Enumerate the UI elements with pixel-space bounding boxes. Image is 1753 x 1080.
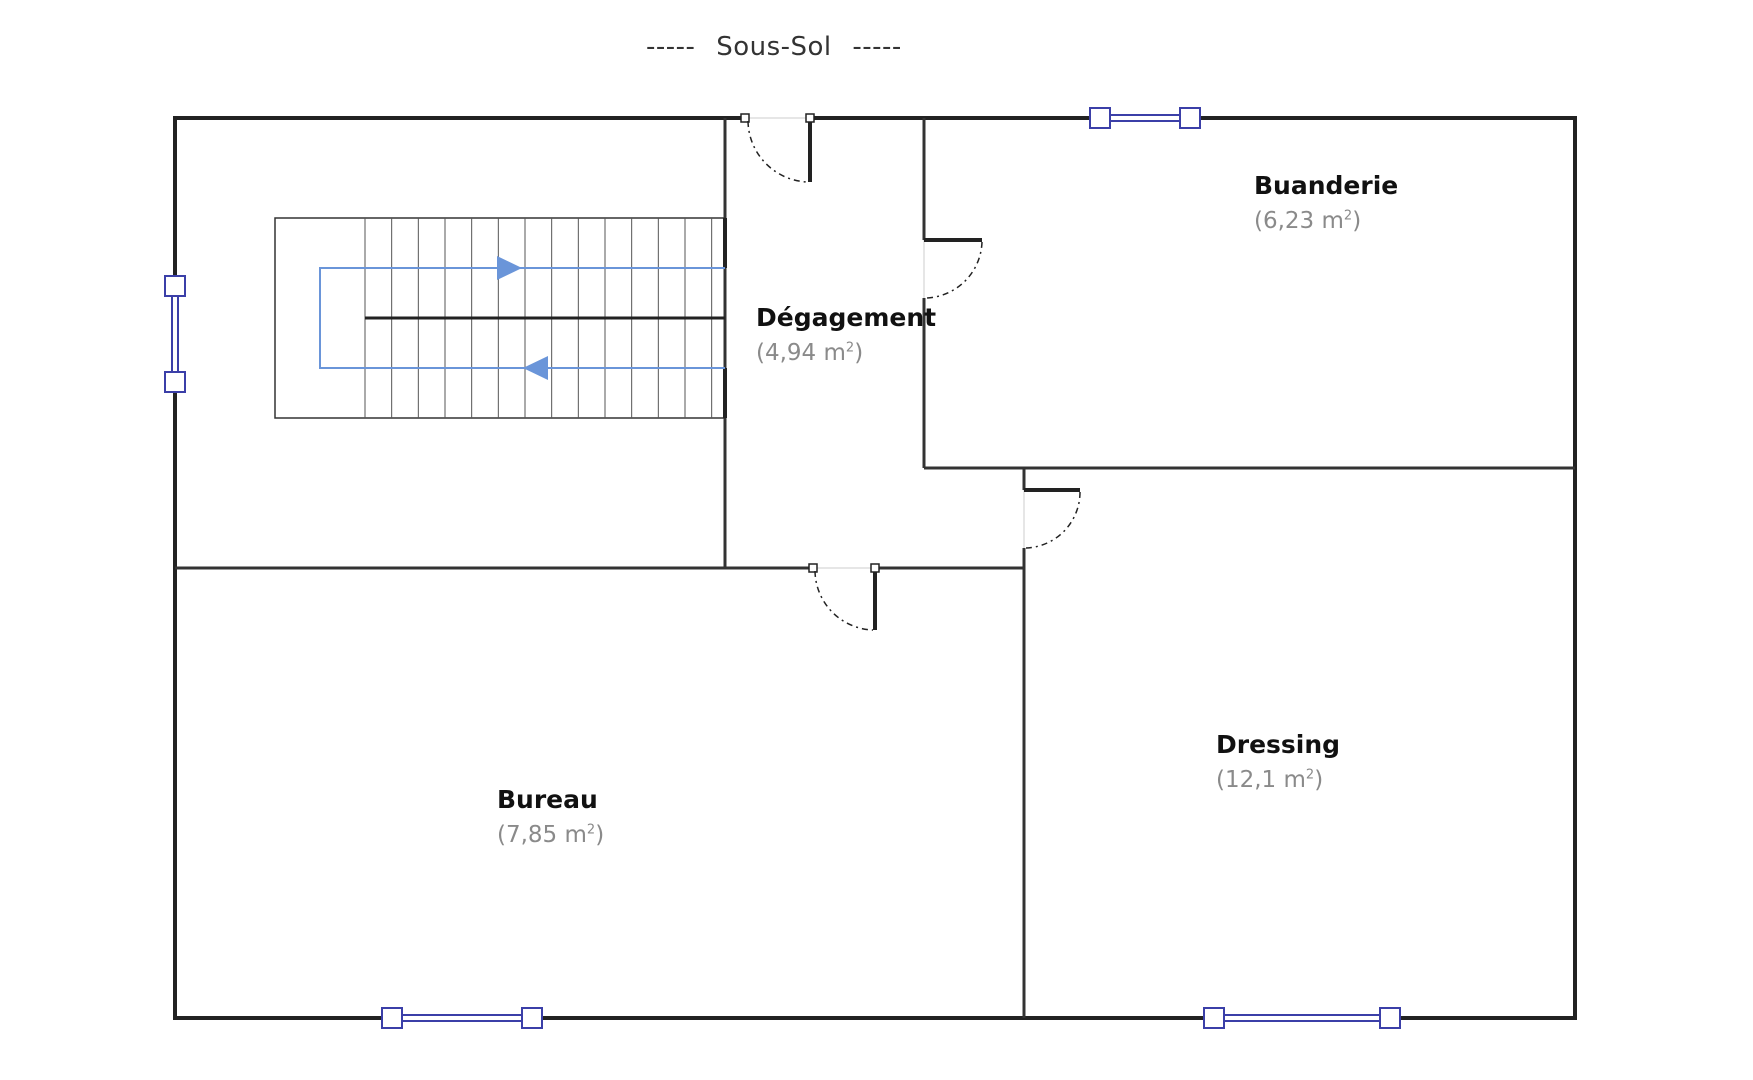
- room-area-buanderie: (6,23 m2): [1254, 208, 1362, 234]
- door-bureau: [808, 563, 880, 631]
- room-area-dressing: (12,1 m2): [1216, 767, 1324, 793]
- door-entrance-top: [740, 113, 815, 183]
- outer-walls: [173, 116, 1577, 1020]
- title-dash-right: -----: [852, 32, 902, 62]
- level-title-text: Sous-Sol: [716, 32, 832, 62]
- room-name-buanderie: Buanderie: [1254, 171, 1399, 200]
- doors: [740, 113, 1081, 631]
- staircase: [274, 217, 727, 419]
- window-bottom-left: [381, 1007, 543, 1029]
- window-left: [164, 275, 186, 393]
- window-bottom-right: [1203, 1007, 1401, 1029]
- stair-direction-line: [319, 267, 725, 369]
- level-title: ----- Sous-Sol -----: [646, 32, 902, 62]
- title-dash-left: -----: [646, 32, 696, 62]
- room-name-degagement: Dégagement: [756, 303, 937, 332]
- stair-arrow-up-icon: [497, 256, 522, 280]
- room-area-degagement: (4,94 m2): [756, 340, 864, 366]
- room-name-bureau: Bureau: [497, 785, 598, 814]
- room-name-dressing: Dressing: [1216, 730, 1341, 759]
- window-top: [1089, 107, 1201, 129]
- door-buanderie: [923, 238, 983, 299]
- room-area-bureau: (7,85 m2): [497, 822, 605, 848]
- door-dressing: [1023, 488, 1081, 549]
- interior-walls: [175, 118, 1575, 1018]
- windows: [164, 107, 1401, 1029]
- stair-arrow-down-icon: [523, 356, 548, 380]
